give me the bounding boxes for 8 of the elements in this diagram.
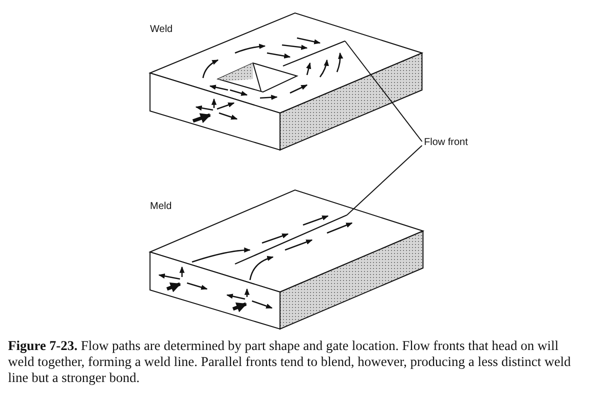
- weld-line: [282, 40, 346, 67]
- callout-text: Flow front: [424, 137, 468, 148]
- leader-line: [344, 40, 422, 142]
- leader-line: [346, 145, 422, 216]
- part-label: Weld: [150, 24, 173, 35]
- weld-line: [234, 214, 348, 265]
- part-label: Meld: [150, 201, 172, 212]
- figure-caption: Figure 7-23. Flow paths are determined by part shape and gate location. Flow fronts that head on will weld together, forming a weld line. Parallel fronts tend to blend, however, producing a less distinct weld line but a stronger bond.: [8, 338, 572, 386]
